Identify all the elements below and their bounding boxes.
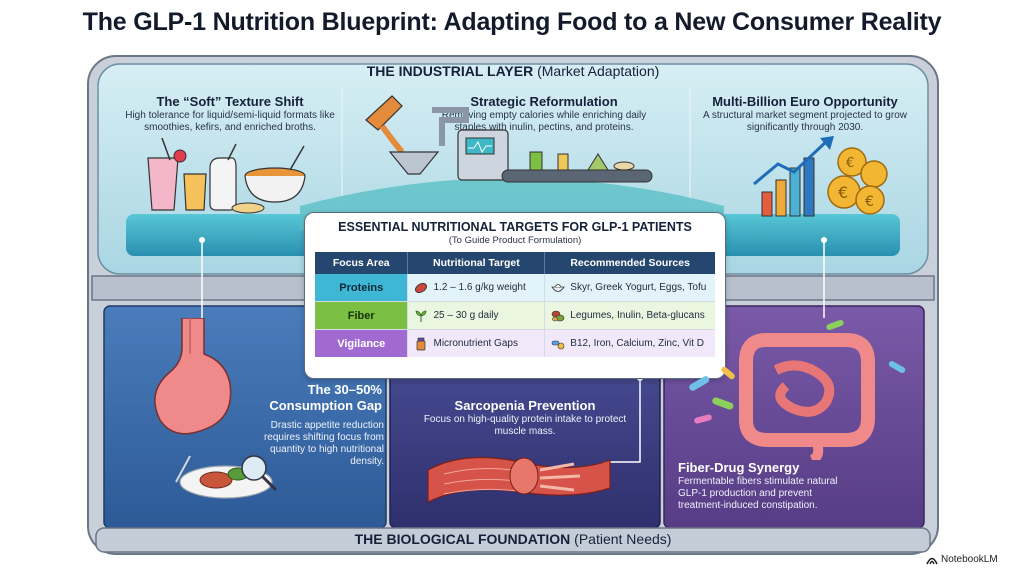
header-recommended-sources: Recommended Sources <box>544 252 715 274</box>
target-value: Micronutrient Gaps <box>433 338 518 349</box>
leaf-icon <box>416 310 427 322</box>
svg-text:€: € <box>838 183 848 202</box>
industrial-layer-label: THE INDUSTRIAL LAYER (Market Adaptation) <box>98 63 928 79</box>
table-row-vigilance: Vigilance Micronutrient Gaps B12, Iron, … <box>315 329 715 357</box>
svg-text:€: € <box>846 156 854 171</box>
sarcopenia-title: Sarcopenia Prevention <box>454 398 596 413</box>
fiber-synergy-body: Fermentable fibers stimulate natural GLP… <box>678 476 838 511</box>
consumption-gap-title: The 30–50% Consumption Gap <box>269 382 382 413</box>
notebooklm-watermark: NotebookLM <box>926 554 998 565</box>
smoothies-broth-illustration <box>147 138 306 214</box>
industrial-layer-label-note: (Market Adaptation) <box>533 63 660 79</box>
texture-shift-body: High tolerance for liquid/semi-liquid fo… <box>125 110 335 133</box>
muscle-fiber-illustration <box>427 456 611 503</box>
fiber-synergy-title: Fiber-Drug Synergy <box>678 460 800 475</box>
header-focus-area: Focus Area <box>315 252 409 274</box>
legumes-icon <box>551 310 565 321</box>
biological-layer-label: THE BIOLOGICAL FOUNDATION (Patient Needs… <box>96 531 930 547</box>
sources-value: Legumes, Inulin, Beta-glucans <box>570 310 705 321</box>
targets-header-row: Focus Area Nutritional Target Recommende… <box>315 252 715 274</box>
header-nutritional-target: Nutritional Target <box>407 252 546 274</box>
market-growth-illustration: € € € <box>753 136 888 217</box>
opportunity-body: A structural market segment projected to… <box>703 110 907 133</box>
intestine-bacteria-illustration <box>689 319 906 460</box>
target-value: 25 – 30 g daily <box>433 310 499 321</box>
texture-shift-title: The “Soft” Texture Shift <box>156 94 304 109</box>
target-cell-wrapper: 1.2 – 1.6 g/kg weight <box>407 274 546 302</box>
table-row-proteins: Proteins 1.2 – 1.6 g/kg weight Skyr, Gre… <box>315 274 715 302</box>
focus-cell: Proteins <box>315 274 409 302</box>
target-value: 1.2 – 1.6 g/kg weight <box>433 282 526 293</box>
opportunity-title: Multi-Billion Euro Opportunity <box>712 94 898 109</box>
sarcopenia-body: Focus on high-quality protein intake to … <box>423 414 627 437</box>
consumption-gap-body: Drastic appetite reduction requires shif… <box>263 420 384 467</box>
sources-cell-wrapper: B12, Iron, Calcium, Zinc, Vit D <box>544 329 715 357</box>
industrial-layer-label-bold: THE INDUSTRIAL LAYER <box>366 63 534 79</box>
stomach-plate-illustration <box>154 318 278 499</box>
sources-value: Skyr, Greek Yogurt, Eggs, Tofu <box>570 282 707 293</box>
targets-subtitle: (To Guide Product Formulation) <box>448 235 582 246</box>
supplement-bottle-icon <box>417 337 426 350</box>
nutritional-targets-card: ESSENTIAL NUTRITIONAL TARGETS FOR GLP-1 … <box>304 212 726 379</box>
targets-title: ESSENTIAL NUTRITIONAL TARGETS FOR GLP-1 … <box>338 220 692 234</box>
table-row-fiber: Fiber 25 – 30 g daily Legumes, Inulin, B… <box>315 301 715 330</box>
svg-text:€: € <box>865 194 874 210</box>
notebooklm-logo-icon <box>926 557 938 564</box>
meat-icon <box>415 282 428 293</box>
watermark-text: NotebookLM <box>941 554 998 565</box>
page-title: The GLP-1 Nutrition Blueprint: Adapting … <box>82 8 942 36</box>
targets-table: Focus Area Nutritional Target Recommende… <box>315 252 715 357</box>
focus-cell: Vigilance <box>315 329 409 357</box>
target-cell-wrapper: Micronutrient Gaps <box>407 329 546 357</box>
reformulation-body: Removing empty calories while enriching … <box>441 110 647 133</box>
sources-cell-wrapper: Skyr, Greek Yogurt, Eggs, Tofu <box>544 274 715 302</box>
yogurt-bowl-icon <box>551 283 566 292</box>
sources-cell-wrapper: Legumes, Inulin, Beta-glucans <box>544 301 715 330</box>
focus-cell: Fiber <box>315 301 409 330</box>
reformulation-machine-illustration <box>365 95 653 183</box>
sources-value: B12, Iron, Calcium, Zinc, Vit D <box>570 338 705 349</box>
target-cell-wrapper: 25 – 30 g daily <box>407 301 546 330</box>
reformulation-title: Strategic Reformulation <box>470 94 618 109</box>
pills-icon <box>551 340 565 349</box>
biological-layer-label-note: (Patient Needs) <box>570 531 672 547</box>
biological-layer-label-bold: THE BIOLOGICAL FOUNDATION <box>354 531 571 547</box>
